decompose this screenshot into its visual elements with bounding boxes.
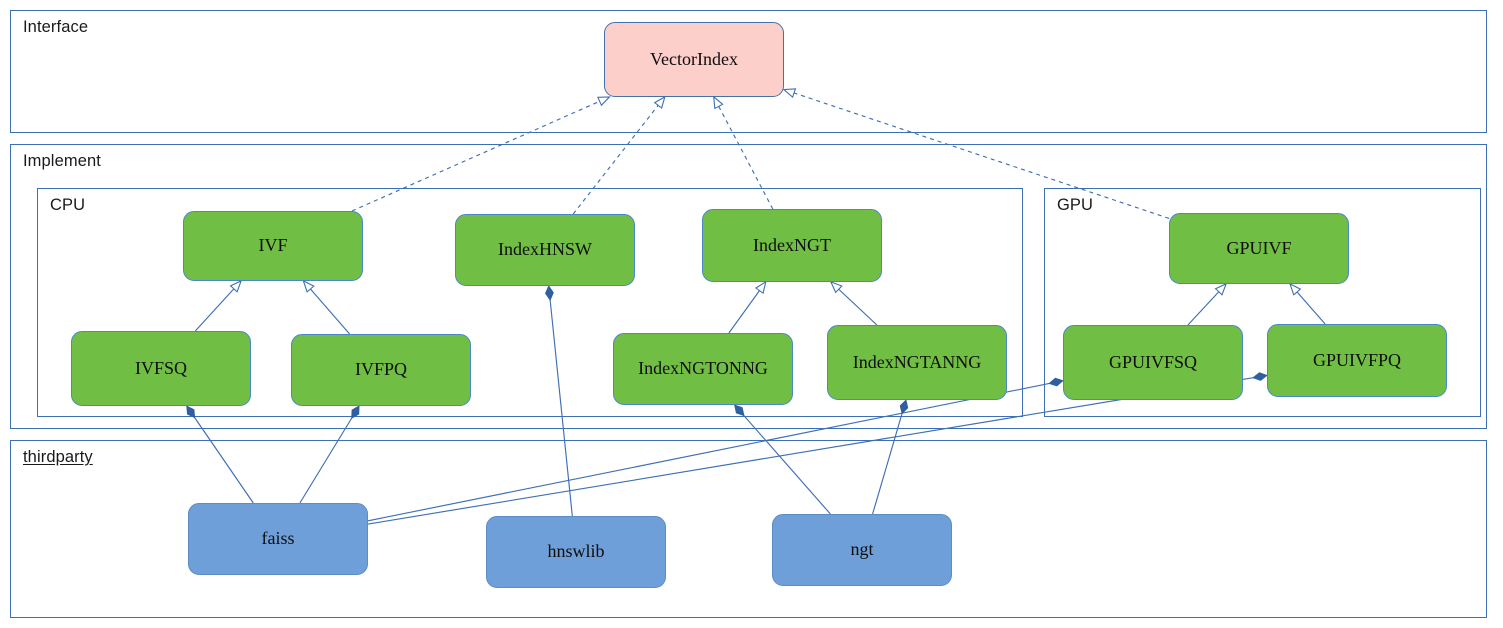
edge-realization-indexhnsw-to-vectorindex	[572, 97, 665, 215]
container-label-thirdparty: thirdparty	[23, 448, 93, 467]
class-node-vectorindex[interactable]: VectorIndex	[604, 22, 784, 97]
edge-composition-hnswlib-to-indexhnsw	[549, 286, 573, 517]
class-node-label: faiss	[261, 528, 295, 549]
container-label-interface: Interface	[23, 18, 89, 36]
container-implement	[10, 144, 1487, 429]
class-node-label: GPUIVF	[1226, 237, 1292, 258]
edge-realization-indexngt-to-vectorindex	[714, 97, 774, 210]
class-node-gpuivfpq[interactable]: GPUIVFPQ	[1267, 324, 1447, 397]
class-node-label: IVFSQ	[134, 357, 187, 378]
class-node-indexngtanng[interactable]: IndexNGTANNG	[827, 325, 1007, 400]
class-node-label: IVFPQ	[354, 359, 407, 380]
class-node-gpuivfsq[interactable]: GPUIVFSQ	[1063, 325, 1243, 400]
class-node-faiss[interactable]: faiss	[188, 503, 368, 575]
class-node-ivfpq[interactable]: IVFPQ	[291, 334, 471, 406]
edge-composition-faiss-to-ivfsq	[186, 406, 254, 504]
edge-generalization-ivfsq-to-ivf	[194, 281, 241, 332]
edge-realization-ivf-to-vectorindex	[351, 97, 609, 212]
class-node-label: IndexNGTANNG	[852, 351, 982, 372]
class-node-label: ngt	[850, 539, 874, 560]
class-node-indexngt[interactable]: IndexNGT	[702, 209, 882, 282]
container-thirdparty	[10, 440, 1487, 618]
class-node-ngt[interactable]: ngt	[772, 514, 952, 586]
edge-composition-ngt-to-indexngtanng	[872, 400, 906, 515]
edge-generalization-indexngtanng-to-indexngt	[831, 282, 878, 326]
class-node-label: VectorIndex	[650, 48, 738, 69]
edge-realization-gpuivf-to-vectorindex	[784, 90, 1170, 219]
edge-generalization-ivfpq-to-ivf	[304, 281, 351, 335]
class-node-label: GPUIVFPQ	[1312, 349, 1402, 370]
edge-generalization-indexngtonng-to-indexngt	[728, 282, 766, 334]
class-node-ivfsq[interactable]: IVFSQ	[71, 331, 251, 406]
container-cpu	[37, 188, 1023, 417]
edge-generalization-gpuivfsq-to-gpuivf	[1187, 284, 1226, 326]
container-label-cpu: CPU	[50, 196, 86, 214]
class-node-label: GPUIVFSQ	[1108, 351, 1198, 372]
edge-composition-faiss-to-ivfpq	[299, 406, 360, 504]
class-node-label: IndexHNSW	[498, 239, 592, 260]
class-node-label: IndexNGTONNG	[638, 358, 768, 379]
edge-composition-faiss-to-gpuivfpq	[367, 375, 1267, 525]
edge-composition-ngt-to-indexngtonng	[735, 405, 831, 515]
class-node-label: IndexNGT	[753, 234, 831, 255]
container-interface	[10, 10, 1487, 133]
container-gpu	[1044, 188, 1481, 417]
class-node-hnswlib[interactable]: hnswlib	[486, 516, 666, 588]
class-node-indexhnsw[interactable]: IndexHNSW	[455, 214, 635, 286]
class-node-indexngtonng[interactable]: IndexNGTONNG	[613, 333, 793, 405]
class-node-label: hnswlib	[547, 541, 605, 562]
edge-composition-faiss-to-gpuivfsq	[367, 381, 1063, 522]
edge-generalization-gpuivfpq-to-gpuivf	[1290, 284, 1326, 325]
class-node-gpuivf[interactable]: GPUIVF	[1169, 213, 1349, 284]
container-label-gpu: GPU	[1057, 196, 1094, 214]
class-node-label: IVF	[258, 235, 288, 256]
container-label-implement: Implement	[23, 152, 101, 170]
class-node-ivf[interactable]: IVF	[183, 211, 363, 281]
